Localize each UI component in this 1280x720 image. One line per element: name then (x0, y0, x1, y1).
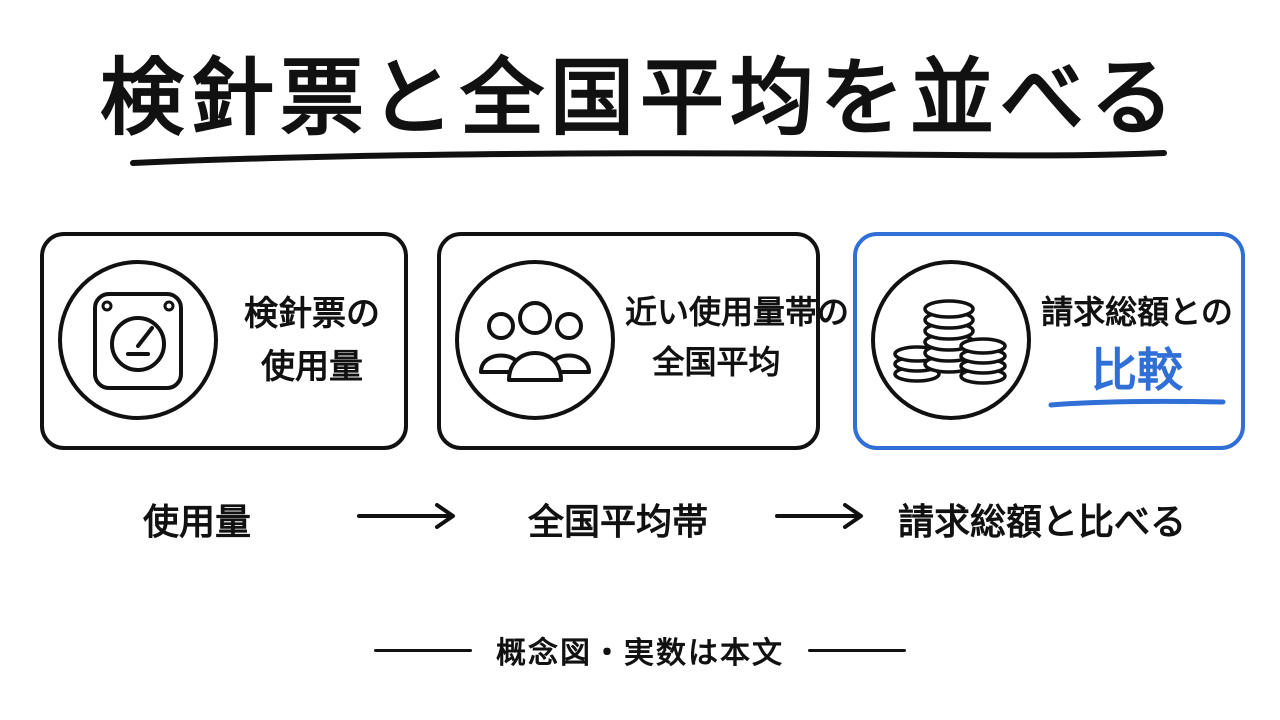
meter-icon-circle (58, 260, 218, 420)
card-text: 請求総額との 比較 (1041, 288, 1233, 410)
card-line: 請求総額との (1041, 293, 1233, 331)
flow-step-average-band: 全国平均帯 (528, 502, 709, 543)
coin-stack-icon (893, 299, 1007, 385)
highlight-text: 比較 (1091, 342, 1183, 397)
title-underline (130, 150, 1167, 166)
card-line: 検針票の (244, 294, 380, 334)
highlight-underline (1048, 398, 1226, 408)
people-group-icon (479, 301, 591, 382)
card-line: 使用量 (261, 346, 363, 387)
card-meter-reading: 検針票の 使用量 (40, 232, 408, 450)
card-text: 近い使用量帯の 全国平均 (625, 288, 850, 387)
footnote-dash-right (808, 648, 906, 652)
right-arrow-icon (775, 503, 863, 529)
flow-step-compare-bill: 請求総額と比べる (898, 502, 1187, 543)
card-line: 近い使用量帯の (625, 293, 850, 331)
footnote-row: 概念図・実数は本文 (0, 628, 1280, 672)
card-line: 全国平均 (652, 342, 781, 381)
people-icon-circle (455, 260, 615, 420)
card-national-average: 近い使用量帯の 全国平均 (437, 232, 850, 450)
right-arrow-icon (357, 503, 455, 529)
card-text: 検針票の 使用量 (228, 288, 396, 393)
coins-icon-circle (871, 260, 1031, 420)
flow-step-usage: 使用量 (143, 502, 252, 543)
meter-icon (93, 292, 183, 390)
footnote-dash-left (374, 648, 472, 652)
page-title: 検針票と全国平均を並べる (99, 49, 1180, 147)
footnote: 概念図・実数は本文 (496, 636, 784, 671)
card-bill-comparison: 請求総額との 比較 (853, 232, 1245, 450)
